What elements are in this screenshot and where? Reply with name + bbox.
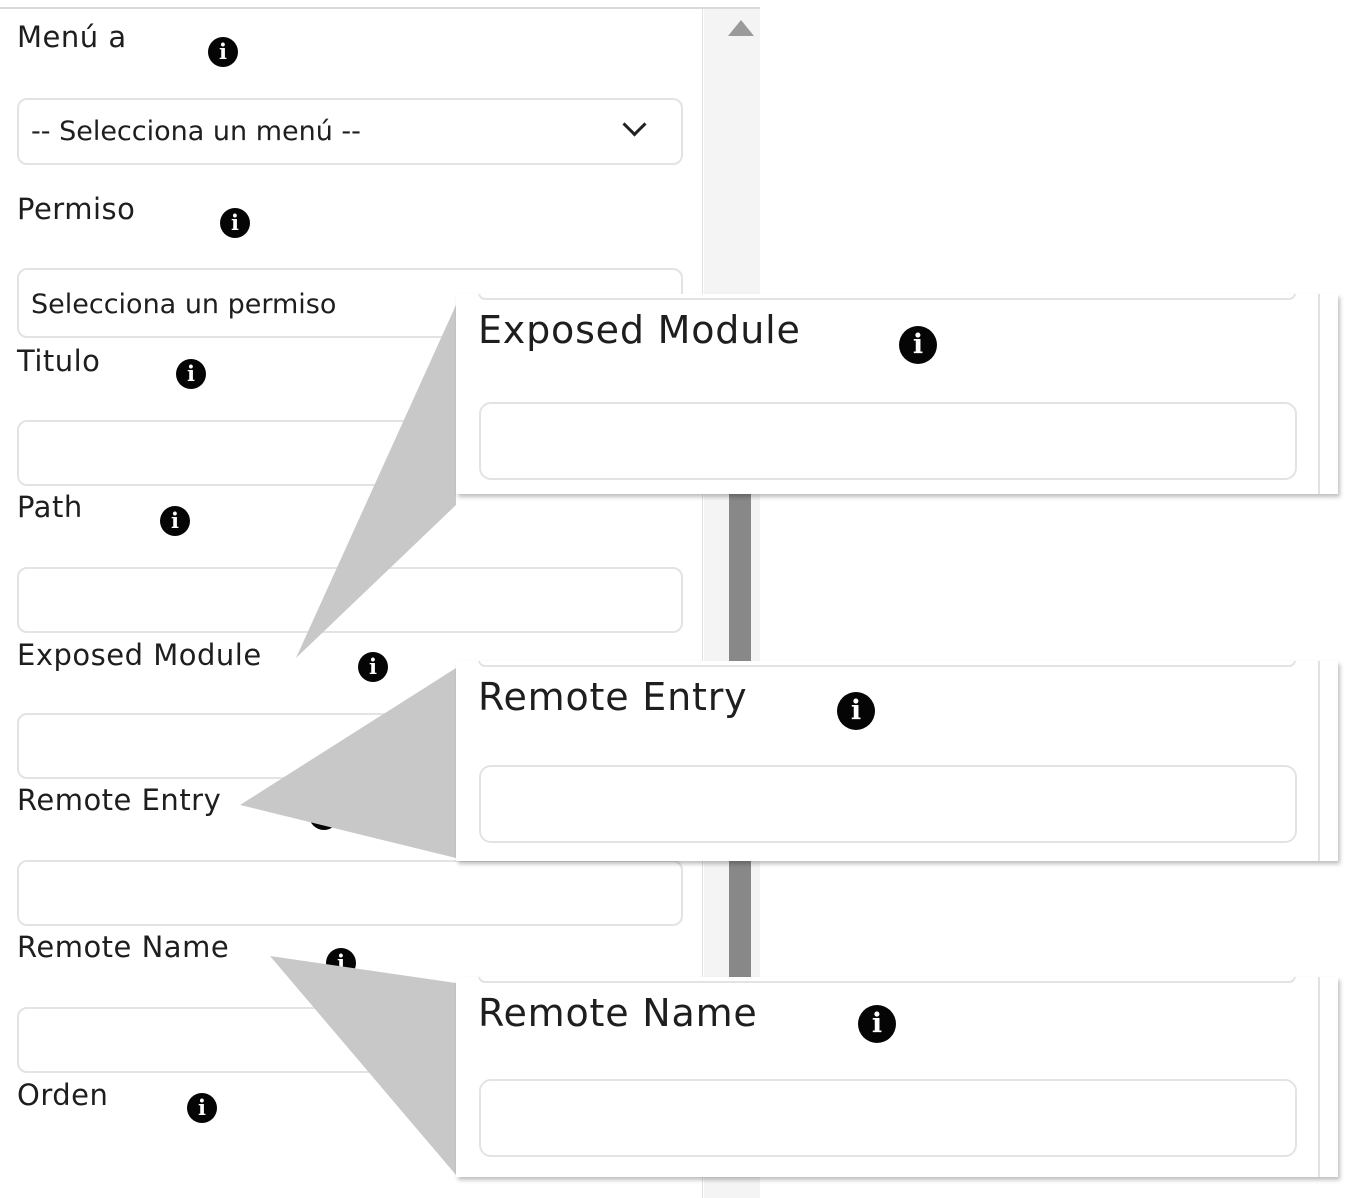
info-icon[interactable]: i <box>837 692 875 730</box>
info-icon[interactable]: i <box>208 37 238 67</box>
menu-select-value: -- Selecciona un menú -- <box>31 116 361 147</box>
menu-label: Menú a <box>17 20 127 54</box>
zoom-previous-input-edge <box>478 294 1296 300</box>
zoom-remote-name-label: Remote Name <box>478 991 758 1035</box>
zoom-remote-name-input[interactable] <box>479 1079 1297 1157</box>
zoom-panel-divider <box>1318 661 1320 861</box>
zoom-exposed-module-label: Exposed Module <box>478 308 801 352</box>
zoom-panel-divider <box>1318 977 1320 1177</box>
zoom-panel-remote-name: Remote Name i <box>456 977 1338 1177</box>
permiso-select-value: Selecciona un permiso <box>31 289 337 320</box>
permiso-label: Permiso <box>17 192 136 226</box>
zoom-panel-remote-entry: Remote Entry i <box>456 661 1338 861</box>
info-icon[interactable]: i <box>187 1093 217 1123</box>
info-icon[interactable]: i <box>899 326 937 364</box>
zoom-previous-input-edge <box>478 977 1296 983</box>
info-icon[interactable]: i <box>358 652 388 682</box>
info-icon[interactable]: i <box>309 800 339 830</box>
menu-select[interactable]: -- Selecciona un menú -- <box>17 98 683 165</box>
info-icon[interactable]: i <box>858 1005 896 1043</box>
zoom-exposed-module-input[interactable] <box>479 402 1297 480</box>
info-icon[interactable]: i <box>326 948 356 978</box>
scroll-up-arrow-icon[interactable] <box>728 20 754 36</box>
info-icon[interactable]: i <box>160 506 190 536</box>
path-label: Path <box>17 490 83 524</box>
panel-top-border <box>0 7 760 9</box>
info-icon[interactable]: i <box>220 208 250 238</box>
orden-label: Orden <box>17 1078 109 1112</box>
titulo-label: Titulo <box>17 344 101 378</box>
info-icon[interactable]: i <box>176 359 206 389</box>
remote-entry-label: Remote Entry <box>17 783 222 817</box>
zoom-remote-entry-label: Remote Entry <box>478 675 748 719</box>
zoom-panel-divider <box>1318 294 1320 494</box>
exposed-module-label: Exposed Module <box>17 638 262 672</box>
chevron-down-icon <box>622 112 647 137</box>
panel-divider <box>702 9 703 1198</box>
remote-entry-input[interactable] <box>17 860 683 926</box>
zoom-remote-entry-input[interactable] <box>479 765 1297 843</box>
path-input[interactable] <box>17 567 683 633</box>
zoom-panel-exposed-module: Exposed Module i <box>456 294 1338 494</box>
remote-name-label: Remote Name <box>17 930 230 964</box>
zoom-previous-input-edge <box>478 661 1296 667</box>
